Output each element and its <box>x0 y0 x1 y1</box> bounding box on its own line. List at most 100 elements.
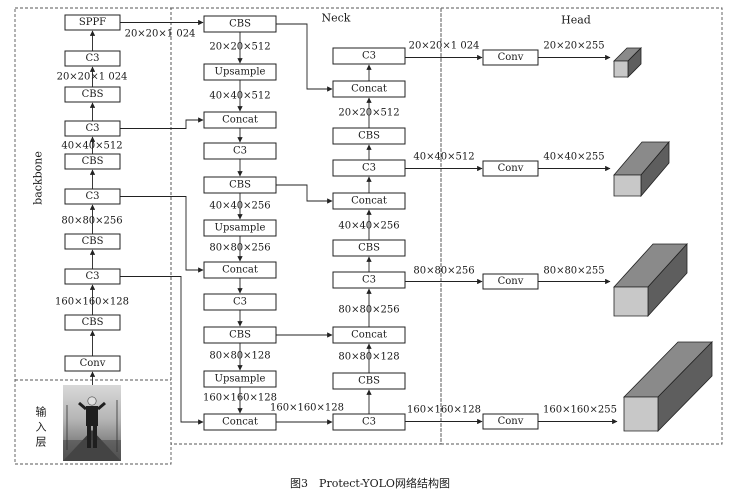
svg-text:Concat: Concat <box>351 196 387 207</box>
neck-right-c3-block-1: C3 <box>332 47 406 65</box>
head-conv-block-4: Conv <box>482 413 539 430</box>
svg-text:Upsample: Upsample <box>215 67 266 78</box>
input-label-line-2: 入 <box>36 421 47 434</box>
backbone-cbs-block-2: CBS <box>64 153 121 170</box>
svg-text:CBS: CBS <box>358 243 380 254</box>
head-in-label-1: 20×20×1 024 <box>409 41 480 52</box>
head-out-label-1: 20×20×255 <box>543 41 604 52</box>
svg-text:Conv: Conv <box>498 163 524 174</box>
neck-right-cbs-block-1: CBS <box>332 127 406 145</box>
svg-text:C3: C3 <box>85 123 99 134</box>
neck-right-concat-block-1: Concat <box>332 80 406 98</box>
input-photo <box>63 385 121 461</box>
head-out-label-2: 40×40×255 <box>543 152 604 163</box>
svg-text:C3: C3 <box>362 163 376 174</box>
head-connectors <box>405 54 618 425</box>
head-in-label-3: 80×80×256 <box>413 266 474 277</box>
neck-label-160-128-b: 160×160×128 <box>270 403 344 414</box>
head-in-label-4: 160×160×128 <box>407 405 481 416</box>
output-cube-80 <box>613 242 688 318</box>
backbone-cbs-block-3: CBS <box>64 233 121 250</box>
svg-text:Conv: Conv <box>498 276 524 287</box>
svg-text:C3: C3 <box>233 297 247 308</box>
neck-cbs-block-b: CBS <box>203 176 277 194</box>
neck-right-label-80-128: 80×80×128 <box>338 352 399 363</box>
head-frame <box>440 7 723 445</box>
svg-text:Conv: Conv <box>498 416 524 427</box>
neck-upsample-block-b: Upsample <box>203 219 277 237</box>
neck-upsample-block-c: Upsample <box>203 370 277 388</box>
neck-right-c3-block-4: C3 <box>332 413 406 431</box>
svg-text:C3: C3 <box>233 146 247 157</box>
output-cube-160 <box>623 341 713 432</box>
head-conv-block-1: Conv <box>482 49 539 66</box>
svg-text:CBS: CBS <box>82 156 104 167</box>
svg-text:Concat: Concat <box>222 115 258 126</box>
svg-text:C3: C3 <box>362 51 376 62</box>
svg-text:C3: C3 <box>362 275 376 286</box>
neck-right-label-20-512: 20×20×512 <box>338 108 399 119</box>
input-label-line-3: 层 <box>36 436 47 449</box>
backbone-label-40-512: 40×40×512 <box>61 141 122 152</box>
head-out-label-4: 160×160×255 <box>543 405 617 416</box>
svg-text:CBS: CBS <box>82 236 104 247</box>
backbone-c3-block-4: C3 <box>64 268 121 285</box>
backbone-c3-block-2: C3 <box>64 120 121 137</box>
input-label-line-1: 输 <box>36 405 47 419</box>
cross-connectors <box>120 19 333 425</box>
svg-text:Upsample: Upsample <box>215 223 266 234</box>
svg-text:CBS: CBS <box>82 317 104 328</box>
backbone-frame <box>14 7 172 465</box>
svg-text:Conv: Conv <box>498 52 524 63</box>
svg-text:Concat: Concat <box>222 265 258 276</box>
neck-right-c3-block-3: C3 <box>332 271 406 289</box>
svg-text:CBS: CBS <box>358 376 380 387</box>
svg-text:CBS: CBS <box>229 19 251 30</box>
svg-text:Concat: Concat <box>222 417 258 428</box>
backbone-label-160-128: 160×160×128 <box>55 297 129 308</box>
neck-right-concat-block-2: Concat <box>332 192 406 210</box>
neck-label-40-512: 40×40×512 <box>209 91 270 102</box>
backbone-sppf-block: SPPF <box>64 14 121 31</box>
output-cube-40 <box>613 140 670 198</box>
neck-c3-block-a: C3 <box>203 142 277 160</box>
svg-text:CBS: CBS <box>229 180 251 191</box>
figure-caption: 图3 Protect-YOLO网络结构图 <box>290 476 450 490</box>
neck-upsample-block-a: Upsample <box>203 63 277 81</box>
backbone-conv-block: Conv <box>64 355 121 372</box>
input-layer-label: 输 入 层 <box>36 405 47 449</box>
neck-cbs-block-c: CBS <box>203 326 277 344</box>
neck-label-80-128: 80×80×128 <box>209 351 270 362</box>
neck-label-40-256: 40×40×256 <box>209 201 270 212</box>
head-title: Head <box>561 14 591 27</box>
svg-text:SPPF: SPPF <box>79 17 106 28</box>
neck-right-label-40-256: 40×40×256 <box>338 221 399 232</box>
backbone-title: backbone <box>32 151 45 205</box>
backbone-label-80-256: 80×80×256 <box>61 216 122 227</box>
neck-concat-block-a: Concat <box>203 111 277 129</box>
svg-text:Conv: Conv <box>80 358 106 369</box>
neck-concat-block-c: Concat <box>203 413 277 431</box>
svg-text:Upsample: Upsample <box>215 374 266 385</box>
svg-text:CBS: CBS <box>82 89 104 100</box>
neck-label-20-512: 20×20×512 <box>209 42 270 53</box>
neck-c3-block-b: C3 <box>203 293 277 311</box>
neck-right-concat-block-3: Concat <box>332 326 406 344</box>
backbone-label-20-1024: 20×20×1 024 <box>57 72 128 83</box>
neck-label-sppf-out: 20×20×1 024 <box>125 29 196 40</box>
neck-right-cbs-block-2: CBS <box>332 239 406 257</box>
svg-text:C3: C3 <box>362 417 376 428</box>
head-out-label-3: 80×80×255 <box>543 266 604 277</box>
svg-text:Concat: Concat <box>351 330 387 341</box>
svg-text:CBS: CBS <box>229 330 251 341</box>
head-conv-block-3: Conv <box>482 273 539 290</box>
neck-title: Neck <box>322 12 351 25</box>
neck-cbs-block-a: CBS <box>203 15 277 33</box>
neck-right-c3-block-2: C3 <box>332 159 406 177</box>
svg-text:C3: C3 <box>85 191 99 202</box>
backbone-cbs-block-1: CBS <box>64 86 121 103</box>
svg-text:C3: C3 <box>85 271 99 282</box>
svg-text:CBS: CBS <box>358 131 380 142</box>
neck-right-label-80-256: 80×80×256 <box>338 305 399 316</box>
backbone-c3-block-top: C3 <box>64 50 121 67</box>
